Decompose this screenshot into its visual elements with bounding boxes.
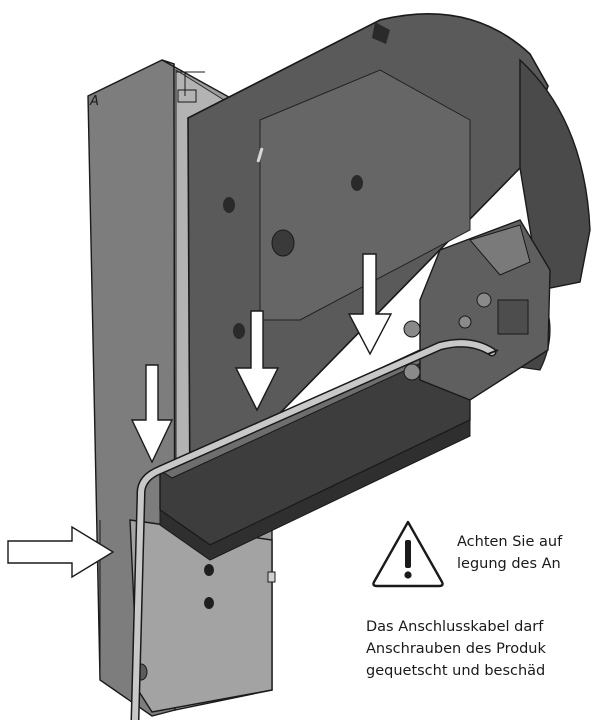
warning-triangle-icon bbox=[372, 520, 444, 588]
figure-label: A bbox=[90, 94, 99, 109]
warning-text-line: legung des An bbox=[457, 556, 561, 572]
cable-note: Das Anschlusskabel darf Anschrauben des … bbox=[366, 616, 546, 682]
cable-note-line: gequetscht und beschäd bbox=[366, 663, 546, 679]
cable-note-line: Anschrauben des Produk bbox=[366, 641, 546, 657]
down-arrow-icon bbox=[347, 253, 393, 356]
cable-note-line: Das Anschlusskabel darf bbox=[366, 619, 544, 635]
warning-text: Achten Sie auf legung des An bbox=[457, 531, 562, 575]
warning-text-line: Achten Sie auf bbox=[457, 534, 563, 550]
connection-cable bbox=[130, 338, 499, 720]
down-arrow-icon bbox=[130, 364, 174, 464]
down-arrow-icon bbox=[234, 310, 280, 412]
right-arrow-icon bbox=[7, 525, 115, 579]
